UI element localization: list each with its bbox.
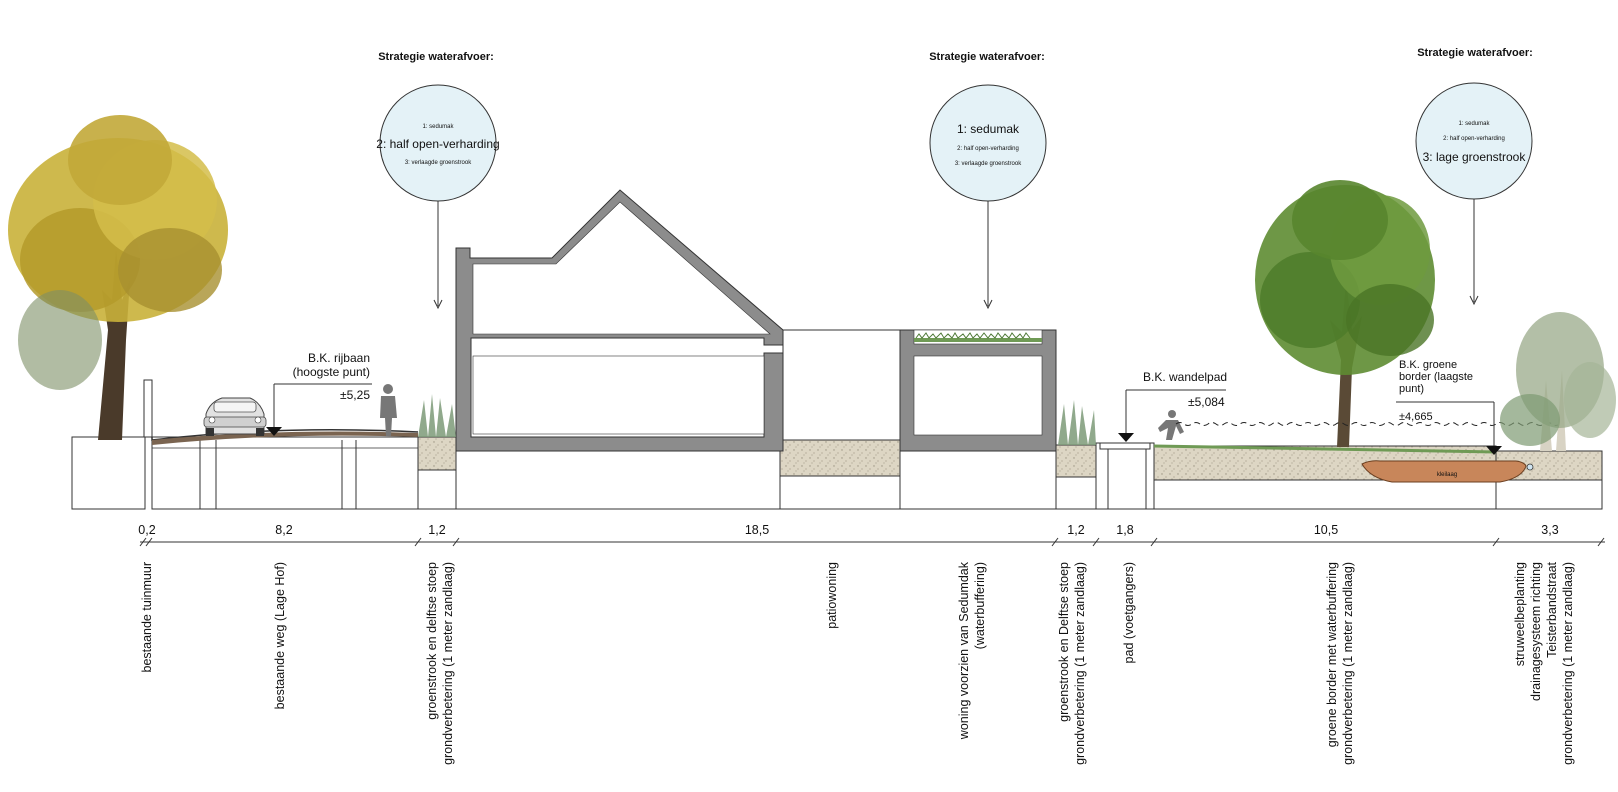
- clay-label: kleilaag: [1437, 472, 1457, 478]
- svg-text:±4,665: ±4,665: [1399, 411, 1433, 423]
- zone-label: groenstrook en Delftse stoep: [1057, 562, 1071, 722]
- dimension-value: 0,2: [138, 523, 155, 537]
- svg-text:B.K. wandelpad: B.K. wandelpad: [1143, 370, 1227, 384]
- strategy-item: 1: sedumak: [1458, 121, 1490, 127]
- svg-text:B.K. rijbaan: B.K. rijbaan: [308, 351, 370, 365]
- zone-label: grondverbetering (1 meter zandlaag): [1341, 562, 1355, 765]
- ground-section: kleilaag: [71, 379, 1603, 510]
- svg-text:border (laagste: border (laagste: [1399, 371, 1473, 383]
- dimension-value: 1,2: [428, 523, 445, 537]
- zone-label: grondverbetering (1 meter zandlaag): [1073, 562, 1087, 765]
- drain-icon: [1526, 463, 1534, 471]
- green-tree: [1255, 180, 1435, 447]
- zone-label: woning voorzien van Sedumdak: [957, 561, 971, 740]
- svg-text:B.K. groene: B.K. groene: [1399, 359, 1457, 371]
- dimension-value: 3,3: [1541, 523, 1558, 537]
- svg-text:±5,084: ±5,084: [1188, 395, 1225, 409]
- patio-house-section: [455, 189, 901, 452]
- zone-label: patiowoning: [825, 562, 839, 629]
- strategy-bubble-2: Strategie waterafvoer: 1: sedumak 2: hal…: [929, 51, 1047, 310]
- strategy-item-emphasis: 1: sedumak: [957, 122, 1020, 136]
- zone-label: groene border met waterbuffering: [1325, 562, 1339, 747]
- strategy-heading: Strategie waterafvoer:: [929, 51, 1045, 63]
- dimension-value: 8,2: [275, 523, 292, 537]
- svg-text:(hoogste punt): (hoogste punt): [293, 365, 370, 379]
- grass-tuft-right: [1058, 400, 1096, 445]
- wind-line: [1175, 422, 1561, 426]
- strategy-heading: Strategie waterafvoer:: [1417, 47, 1533, 59]
- zone-label: bestaande tuinmuur: [140, 562, 154, 673]
- zone-label: Teisterbandstraat: [1545, 561, 1559, 657]
- zone-label: (waterbuffering): [973, 562, 987, 649]
- dimension-value: 1,8: [1116, 523, 1133, 537]
- zone-label: grondverbetering (1 meter zandlaag): [441, 562, 455, 765]
- runner-icon: [1158, 410, 1184, 440]
- strategy-item: 2: half open-verharding: [1443, 136, 1505, 142]
- large-yellow-tree: [8, 115, 228, 440]
- level-marker-border: B.K. groene border (laagste punt) ±4,665: [1396, 359, 1502, 455]
- dimension-value: 1,2: [1067, 523, 1084, 537]
- strategy-bubble-1: Strategie waterafvoer: 1: sedumak 2: hal…: [376, 51, 500, 310]
- zone-label: struweelbeplanting: [1513, 562, 1527, 666]
- strategy-item: 2: half open-verharding: [957, 146, 1019, 152]
- zone-label: bestaande weg (Lage Hof): [273, 562, 287, 709]
- shrub-birch: [1500, 312, 1616, 451]
- sedum-house-section: [899, 329, 1057, 452]
- level-marker-rijbaan: B.K. rijbaan (hoogste punt) ±5,25: [266, 351, 372, 436]
- zone-label: pad (voetgangers): [1122, 562, 1136, 663]
- strategy-bubble-3: Strategie waterafvoer: 1: sedumak 2: hal…: [1415, 47, 1533, 306]
- zone-label: groenstrook en delftse stoep: [425, 562, 439, 720]
- zone-labels: bestaande tuinmuur bestaande weg (Lage H…: [140, 561, 1575, 765]
- person-icon: [380, 384, 397, 436]
- strategy-heading: Strategie waterafvoer:: [378, 51, 494, 63]
- clay-layer: [1361, 460, 1527, 483]
- zone-label: drainagesysteem richting: [1529, 562, 1543, 701]
- level-marker-wandelpad: B.K. wandelpad ±5,084: [1118, 370, 1227, 442]
- strategy-item: 3: verlaagde groenstrook: [955, 161, 1022, 167]
- grass-tuft-left: [418, 394, 456, 437]
- car-icon: [203, 397, 267, 436]
- dimension-value: 10,5: [1314, 523, 1338, 537]
- dimension-line: 0,2 8,2 1,2 18,5 1,2 1,8 10,5 3,3: [138, 523, 1605, 547]
- strategy-item: 3: verlaagde groenstrook: [405, 160, 472, 166]
- svg-text:±5,25: ±5,25: [340, 388, 370, 402]
- svg-text:punt): punt): [1399, 383, 1424, 395]
- dimension-value: 18,5: [745, 523, 769, 537]
- strategy-item: 1: sedumak: [422, 124, 454, 130]
- strategy-item-emphasis: 3: lage groenstrook: [1423, 150, 1527, 164]
- strategy-item-emphasis: 2: half open-verharding: [376, 137, 499, 151]
- zone-label: grondverbetering (1 meter zandlaag): [1561, 562, 1575, 765]
